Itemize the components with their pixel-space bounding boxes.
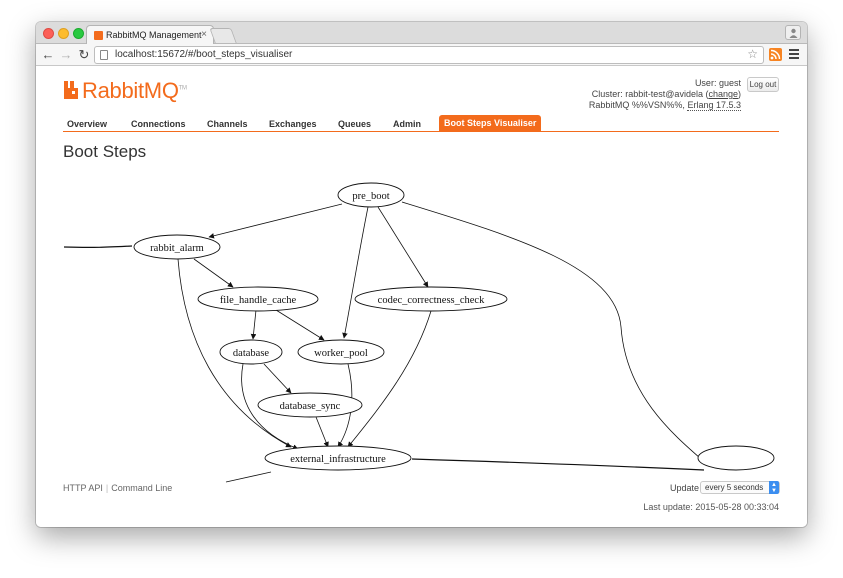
new-tab-button[interactable] <box>209 28 237 43</box>
svg-text:external_infrastructure: external_infrastructure <box>290 454 386 465</box>
cluster-name: rabbit-test@avidela <box>625 89 703 99</box>
node-pre_boot[interactable]: pre_boot <box>337 182 405 208</box>
edge-database-to-external_infrastructure <box>241 363 299 450</box>
version-text: RabbitMQ %%VSN%%, <box>588 100 685 110</box>
update-interval-select[interactable]: every 5 seconds ▲▼ <box>700 481 780 494</box>
svg-text:worker_pool: worker_pool <box>314 348 368 359</box>
main-nav: Overview Connections Channels Exchanges … <box>63 115 779 132</box>
edge-offscreen-to-external_infrastructure <box>225 471 272 483</box>
page-content: RabbitMQTM User: guest Cluster: rabbit-t… <box>36 67 807 527</box>
edge-file_handle_cache-to-worker_pool <box>275 309 325 341</box>
edge-codec-to-external_infrastructure <box>347 310 432 448</box>
node-database[interactable]: database <box>219 339 283 365</box>
user-name: guest <box>718 78 741 88</box>
profile-button[interactable] <box>785 25 801 40</box>
rss-icon[interactable] <box>769 48 782 61</box>
tab-connections[interactable]: Connections <box>131 119 186 129</box>
page-icon <box>100 50 108 60</box>
svg-text:database: database <box>233 348 269 359</box>
person-icon <box>789 28 798 38</box>
http-api-link[interactable]: HTTP API <box>63 483 103 493</box>
svg-text:pre_boot: pre_boot <box>352 191 389 202</box>
reload-icon[interactable]: ↻ <box>78 47 90 62</box>
edge-database-to-database_sync <box>263 363 292 394</box>
node-rabbit_alarm[interactable]: rabbit_alarm <box>133 234 221 260</box>
rabbitmq-favicon-icon <box>94 31 103 40</box>
minimize-window-button[interactable] <box>58 28 69 39</box>
last-update: Last update: 2015-05-28 00:33:04 <box>643 502 779 512</box>
select-arrows-icon: ▲▼ <box>769 481 779 494</box>
node-worker_pool[interactable]: worker_pool <box>297 339 385 365</box>
url-text: localhost:15672/#/boot_steps_visualiser <box>115 49 293 60</box>
back-arrow-icon[interactable]: ← <box>41 47 55 62</box>
bookmark-star-icon[interactable]: ☆ <box>747 47 758 61</box>
browser-toolbar: ← → ↻ localhost:15672/#/boot_steps_visua… <box>36 44 807 66</box>
edge-pre_boot-to-worker_pool <box>342 206 369 339</box>
edge-pre_boot-to-codec <box>377 206 429 288</box>
edge-database_sync-to-external_infrastructure <box>315 416 329 448</box>
edge-external_infrastructure-to-offscreen-right <box>411 458 705 471</box>
tab-title: RabbitMQ Management <box>106 30 202 40</box>
erlang-version: Erlang 17.5.3 <box>687 100 741 111</box>
svg-text:database_sync: database_sync <box>280 401 341 412</box>
forward-arrow-icon[interactable]: → <box>59 47 73 62</box>
user-prefix: User: <box>694 78 717 88</box>
graph-edges <box>63 201 709 483</box>
tab-overview[interactable]: Overview <box>67 119 108 129</box>
graph-nodes: pre_boot rabbit_alarm file_handle_cache … <box>133 182 775 471</box>
update-interval-value: every 5 seconds <box>705 483 764 492</box>
boot-steps-graph: pre_boot rabbit_alarm file_handle_cache … <box>63 182 775 483</box>
hamburger-menu-icon[interactable] <box>789 49 799 60</box>
zoom-window-button[interactable] <box>73 28 84 39</box>
logo-text: RabbitMQTM <box>82 78 187 103</box>
tab-channels[interactable]: Channels <box>207 119 248 129</box>
tab-exchanges[interactable]: Exchanges <box>269 119 317 129</box>
svg-text:codec_correctness_check: codec_correctness_check <box>378 295 485 306</box>
node-file_handle_cache[interactable]: file_handle_cache <box>197 286 319 312</box>
logout-button[interactable]: Log out <box>747 77 779 92</box>
edge-rabbit_alarm-to-file_handle_cache <box>193 258 234 288</box>
edge-rabbit_alarm-to-external_infrastructure <box>177 258 292 448</box>
user-info: User: guest Cluster: rabbit-test@avidela… <box>588 78 741 111</box>
command-line-link[interactable]: Command Line <box>111 483 173 493</box>
edge-pre_boot-to-rabbit_alarm <box>208 203 343 239</box>
svg-text:rabbit_alarm: rabbit_alarm <box>150 243 204 254</box>
node-external_infrastructure[interactable]: external_infrastructure <box>264 445 412 471</box>
cluster-prefix: Cluster: <box>591 89 623 99</box>
edge-offscreen-to-rabbit_alarm <box>63 245 133 249</box>
rabbitmq-logo-icon <box>64 81 78 99</box>
edge-pre_boot-to-offscreen <box>401 201 709 466</box>
edge-file_handle_cache-to-database <box>250 309 257 340</box>
node-codec_correctness_check[interactable]: codec_correctness_check <box>354 286 508 312</box>
update-label: Update <box>670 483 700 493</box>
tab-strip: RabbitMQ Management × <box>36 22 807 45</box>
browser-window: RabbitMQ Management × ← → ↻ localhost:15… <box>36 22 807 527</box>
browser-tab[interactable]: RabbitMQ Management × <box>86 25 214 45</box>
tab-admin[interactable]: Admin <box>393 119 421 129</box>
address-bar[interactable]: localhost:15672/#/boot_steps_visualiser … <box>94 46 764 64</box>
tab-boot-steps-visualiser[interactable]: Boot Steps Visualiser <box>439 115 542 132</box>
close-tab-icon[interactable]: × <box>201 29 207 40</box>
change-cluster-link[interactable]: change <box>708 89 738 99</box>
footer-separator: | <box>105 483 109 493</box>
page-title: Boot Steps <box>63 142 147 161</box>
close-window-button[interactable] <box>43 28 54 39</box>
svg-text:file_handle_cache: file_handle_cache <box>220 295 297 306</box>
node-database_sync[interactable]: database_sync <box>257 392 363 418</box>
tab-queues[interactable]: Queues <box>338 119 372 129</box>
node-partial-offscreen <box>697 445 775 471</box>
footer-links: HTTP API|Command Line <box>63 483 172 493</box>
